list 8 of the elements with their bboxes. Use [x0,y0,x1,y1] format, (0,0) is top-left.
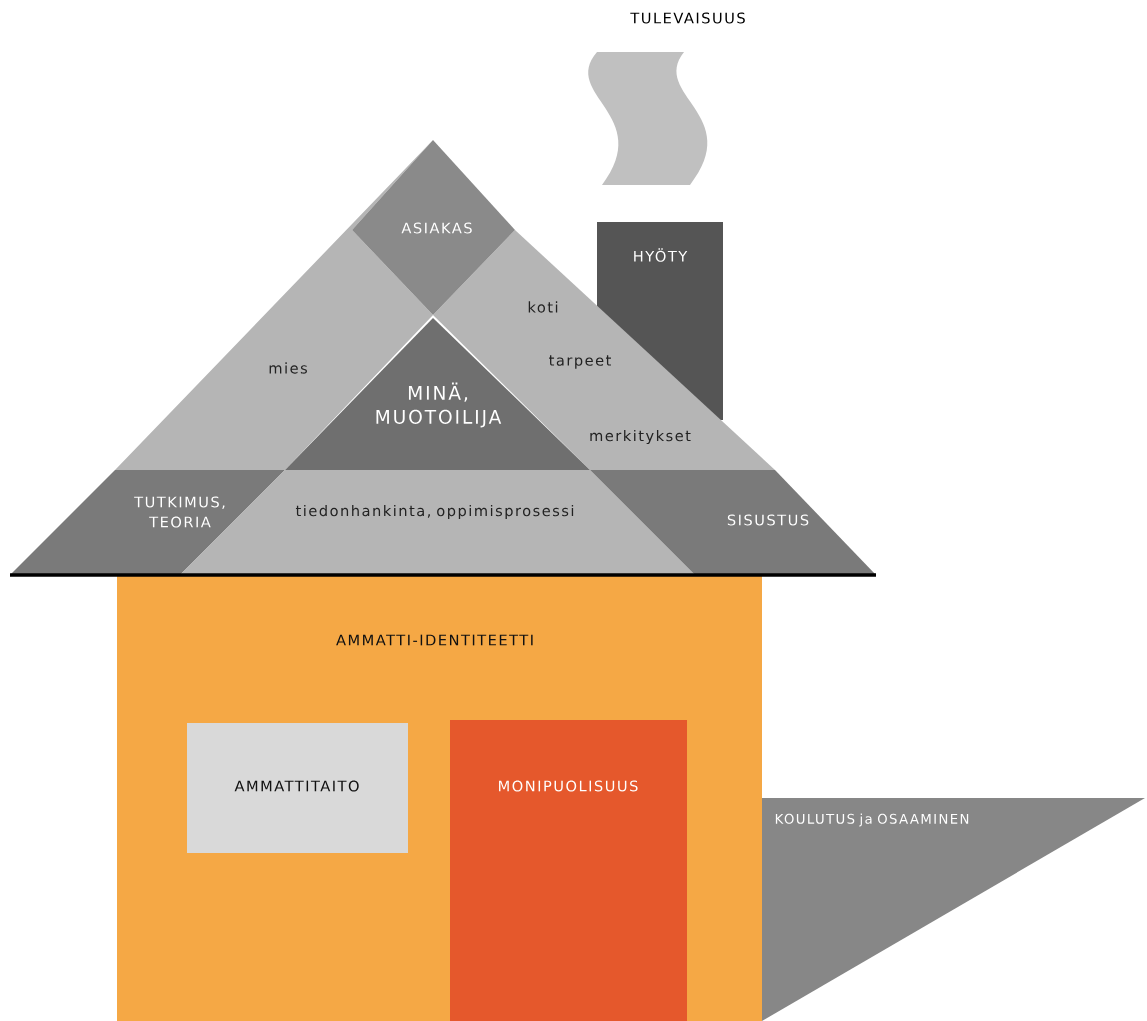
smoke-drawing: TULEVAISUUS [588,12,745,185]
window: AMMATTITAITO [187,723,408,853]
path-triangle: KOULUTUS ja OSAAMINEN [762,798,1145,1021]
roof-section: SISUSTUS [590,470,876,575]
node-label: TULEVAISUUS [630,12,745,24]
roof-section: ASIAKAS [352,140,515,315]
door: MONIPUOLISUUS [450,720,687,1021]
roof-section: TUTKIMUS, TEORIA [10,470,285,575]
